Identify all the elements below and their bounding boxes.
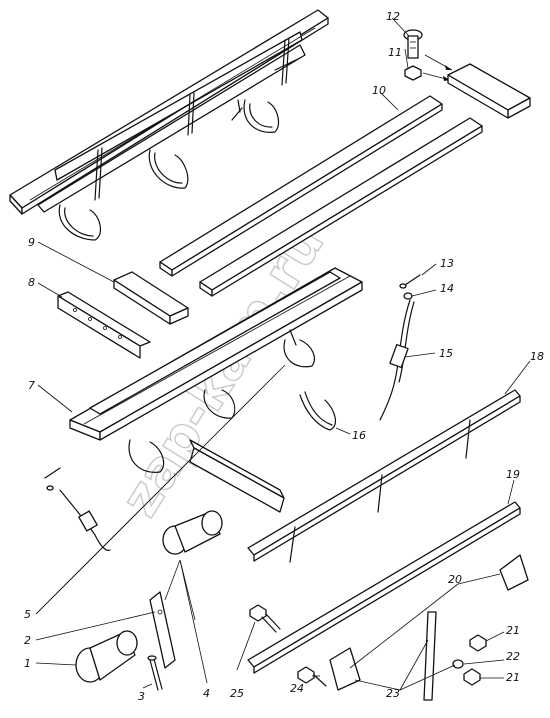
nut-11	[404, 65, 422, 81]
label-24: 24	[290, 682, 304, 695]
cylinder-4	[162, 510, 223, 555]
board-10b	[199, 117, 483, 297]
label-5: 5	[24, 608, 31, 621]
label-12: 12	[386, 10, 400, 23]
washer-14	[403, 292, 413, 300]
bracket-16	[299, 394, 337, 431]
clamp-15	[379, 299, 415, 421]
rail-bracket	[189, 439, 285, 513]
seat-assembly-7	[69, 267, 363, 473]
strap-23	[423, 611, 437, 701]
bolt-24	[297, 666, 327, 687]
washer-22	[452, 659, 464, 669]
plate-20	[329, 554, 529, 691]
callout-labels: 12 11 10 9 8 7 13 14 15 16 18 19 20 5 2 …	[24, 10, 544, 703]
label-4: 4	[203, 687, 210, 700]
leader-lines	[35, 17, 531, 691]
cap-1	[75, 630, 138, 683]
label-21b: 21	[506, 671, 520, 684]
label-9: 9	[28, 236, 35, 249]
rail-18	[247, 389, 521, 563]
label-3: 3	[138, 690, 145, 703]
board-10	[159, 95, 443, 277]
label-1: 1	[24, 657, 31, 670]
label-16: 16	[352, 429, 366, 442]
label-8: 8	[28, 276, 35, 289]
label-13: 13	[440, 257, 454, 270]
label-11: 11	[388, 46, 402, 59]
label-7: 7	[28, 379, 35, 392]
label-14: 14	[440, 282, 454, 295]
nut-21a	[469, 634, 487, 652]
label-22: 22	[506, 650, 520, 663]
label-21a: 21	[506, 624, 520, 637]
bracket-8	[57, 291, 151, 359]
pin-13	[399, 274, 421, 289]
top-seat-assembly	[9, 9, 329, 241]
plate-9	[113, 271, 189, 325]
label-18: 18	[530, 350, 544, 363]
rail-19	[247, 501, 521, 674]
label-25: 25	[230, 687, 244, 700]
bolt-12	[403, 29, 423, 59]
plate-2	[149, 591, 176, 669]
pin-3	[147, 655, 163, 691]
bolt-25	[249, 604, 281, 633]
label-15: 15	[439, 347, 453, 360]
label-10: 10	[372, 84, 386, 97]
label-23: 23	[386, 687, 400, 700]
nut-21b	[463, 668, 481, 686]
label-19: 19	[506, 468, 520, 481]
plate-top-right	[447, 63, 531, 119]
label-20: 20	[448, 573, 462, 586]
label-2: 2	[24, 634, 31, 647]
left-clamp	[44, 467, 111, 551]
